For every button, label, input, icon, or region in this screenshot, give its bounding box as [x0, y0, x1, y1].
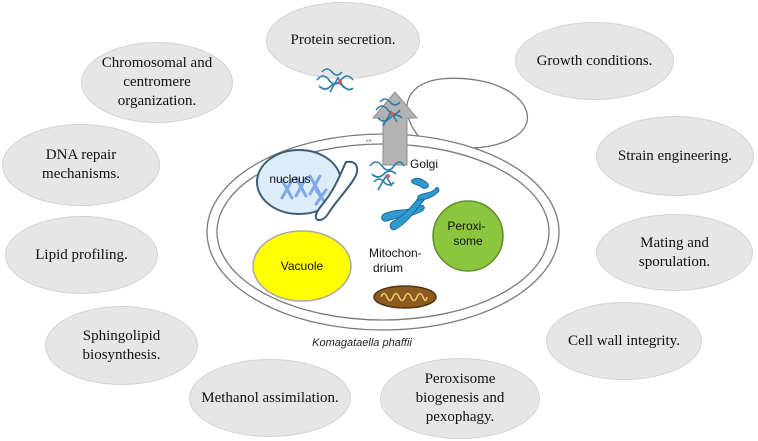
- mitochondrion-label-line-1: Mitochon-: [369, 246, 422, 260]
- topic-chromosomal-organization: Chromosomal and centromere organization.: [81, 42, 233, 123]
- protein-structure-icon: [316, 68, 405, 191]
- topic-lipid-profiling: Lipid profiling.: [5, 216, 158, 294]
- chromosomes: [280, 174, 328, 206]
- vacuole: [252, 230, 352, 302]
- secretion-arrow: [371, 91, 419, 166]
- topic-protein-secretion: Protein secretion.: [266, 2, 420, 79]
- topic-strain-engineering: Strain engineering.: [596, 116, 754, 196]
- topic-sphingolipid-biosynthesis: Sphingolipid biosynthesis.: [45, 306, 198, 385]
- mitochondrion-label: Mitochon- drium: [369, 246, 425, 275]
- organism-label: Komagataella phaffii: [312, 337, 412, 349]
- mitochondrion-cristae: [380, 292, 428, 302]
- topic-methanol-assimilation: Methanol assimilation.: [189, 359, 351, 437]
- topic-mating-sporulation: Mating and sporulation.: [596, 214, 753, 291]
- peroxisome-label-line-2: some: [453, 234, 483, 248]
- peroxisome-label: Peroxi- some: [447, 219, 488, 248]
- vacuole-label: Vacuole: [281, 259, 324, 273]
- topic-peroxisome-biogenesis: Peroxisome biogenesis and pexophagy.: [380, 358, 540, 439]
- topic-cell-wall-integrity: Cell wall integrity.: [546, 302, 702, 380]
- peroxisome-label-line-1: Peroxi-: [447, 219, 485, 233]
- topic-dna-repair: DNA repair mechanisms.: [2, 124, 160, 206]
- mitochondrion-label-line-2: drium: [373, 261, 403, 275]
- golgi-apparatus: [381, 177, 440, 231]
- nucleus-label: nucleus: [269, 172, 310, 186]
- er-label: ER: [366, 138, 372, 143]
- golgi-label: Golgi: [410, 157, 438, 171]
- peroxisome: [432, 200, 504, 272]
- cell-bud: [406, 77, 529, 149]
- topic-growth-conditions: Growth conditions.: [515, 22, 674, 100]
- endoplasmic-reticulum: [314, 160, 359, 222]
